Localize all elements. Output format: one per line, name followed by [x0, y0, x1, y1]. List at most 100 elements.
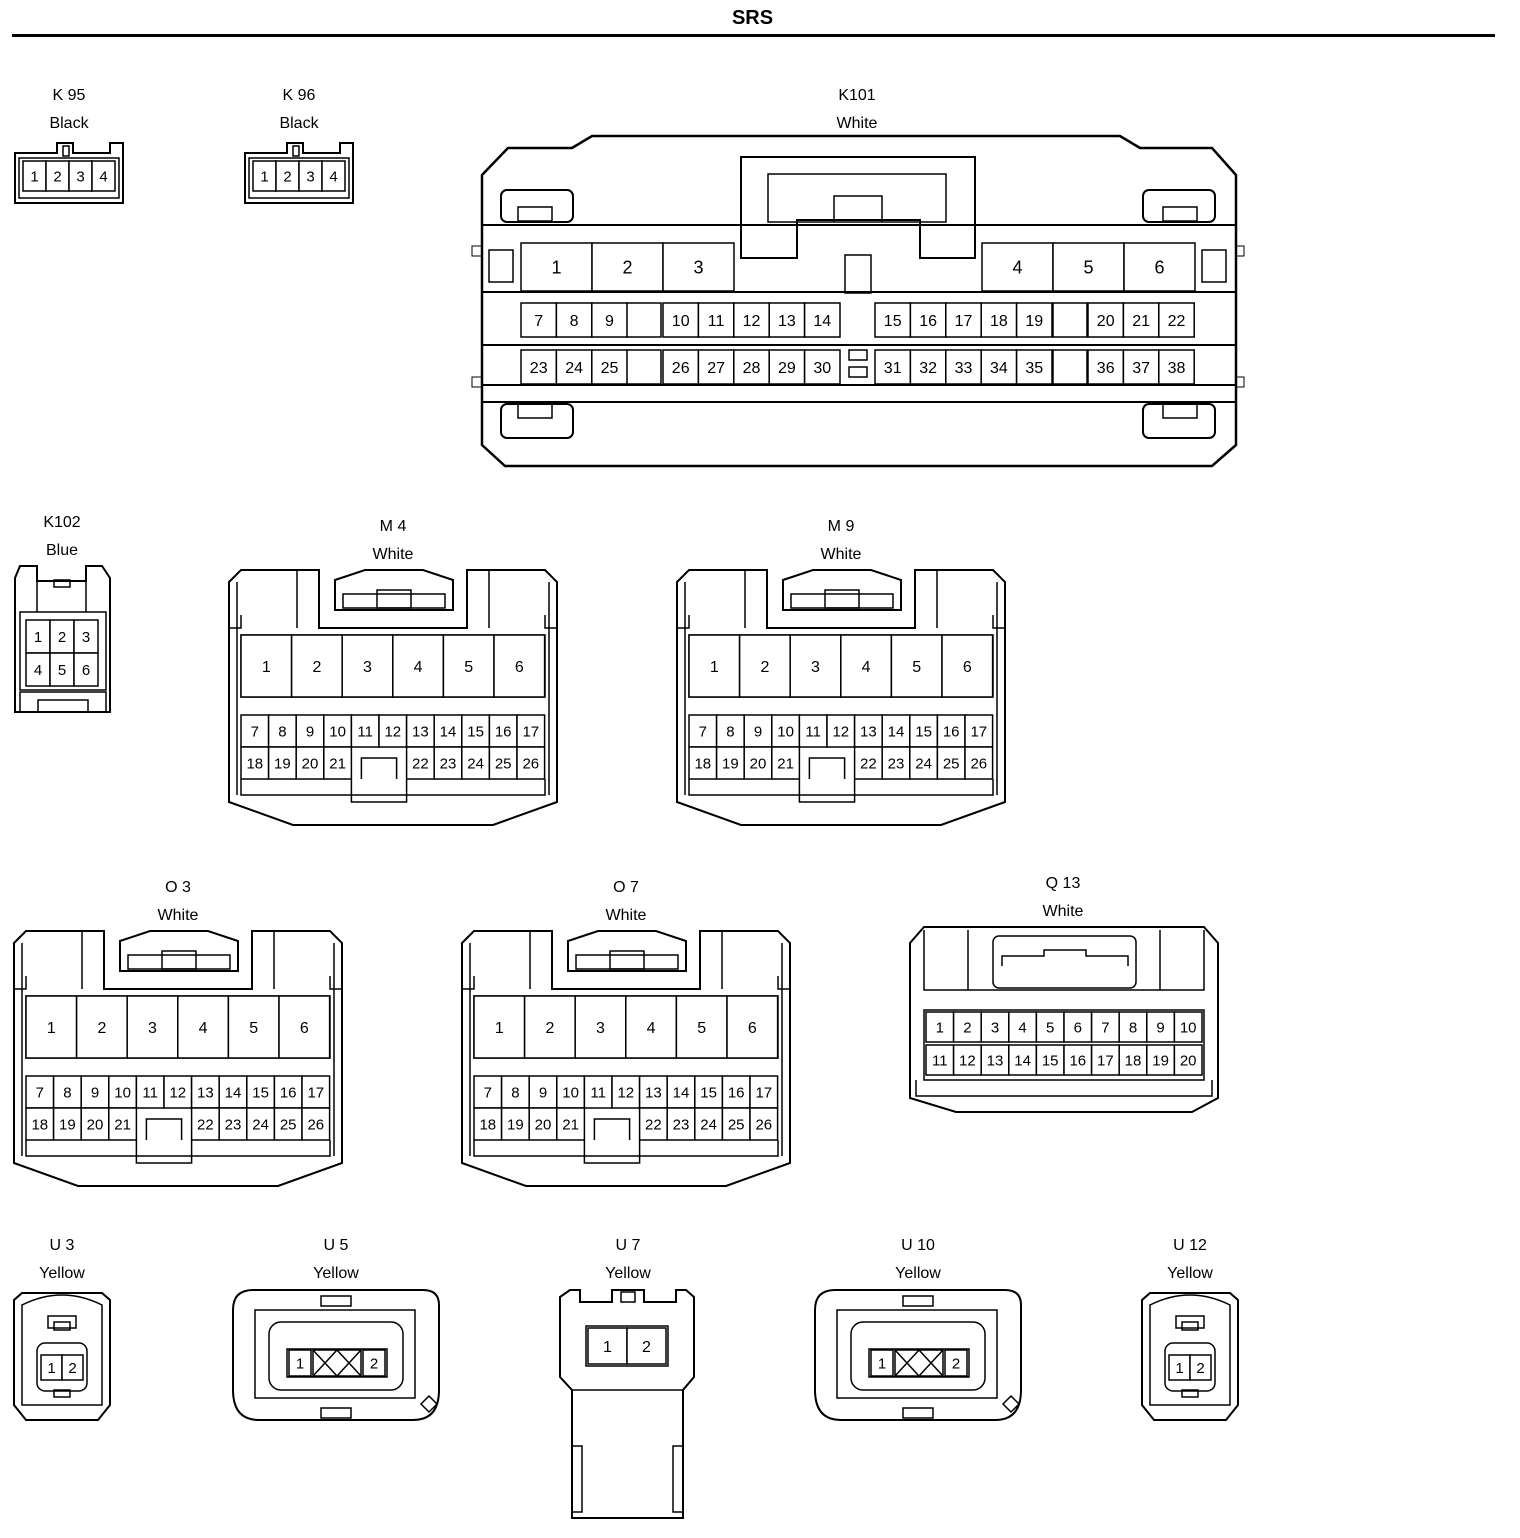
pin-cell: 7	[688, 714, 718, 748]
pin-cell: 2	[523, 995, 576, 1059]
pin-cell: 6	[73, 652, 99, 687]
pin-cell: 17	[301, 1075, 331, 1109]
pin-number: 35	[1025, 360, 1043, 377]
pin-cell: 19	[1015, 302, 1053, 338]
pin-number: 22	[860, 755, 877, 772]
pin-number: 7	[484, 1084, 492, 1101]
pin-cell: 26	[516, 746, 546, 780]
pin-number: 4	[34, 662, 42, 679]
pin-number: 18	[31, 1116, 48, 1133]
pin-cell: 25	[591, 349, 628, 385]
pin-number: 31	[884, 360, 902, 377]
pin-number: 5	[912, 659, 921, 676]
pin-number: 3	[363, 659, 372, 676]
pin-cell: 2	[275, 160, 300, 192]
connector-id: K 95	[52, 87, 86, 104]
pin-cell: 27	[697, 349, 735, 385]
pin-number: 9	[754, 723, 762, 740]
pin-cell: 1	[870, 1349, 894, 1377]
pin-cell: 12	[826, 714, 856, 748]
pin-cell: 2	[75, 995, 128, 1059]
pin-cell: 20	[295, 746, 325, 780]
pin-number: 1	[1175, 1360, 1183, 1377]
pin-number: 8	[1129, 1019, 1137, 1036]
pin-cell: 14	[433, 714, 463, 748]
pin-number: 9	[605, 313, 614, 330]
pin-cell: 6	[941, 634, 994, 698]
pin-number: 3	[811, 659, 820, 676]
pin-cell: 28	[733, 349, 770, 385]
pin-number: 1	[34, 629, 42, 646]
pin-number: 15	[915, 723, 932, 740]
pin-number: 19	[722, 755, 739, 772]
pin-number: 22	[1168, 313, 1186, 330]
pin-cell: 6	[278, 995, 331, 1059]
pin-number: 2	[312, 659, 321, 676]
pin-cell: 1	[40, 1354, 63, 1381]
pin-number: 2	[370, 1355, 378, 1372]
pin-cell: 24	[246, 1107, 276, 1141]
pin-number: 23	[673, 1116, 690, 1133]
pin-number: 25	[280, 1116, 297, 1133]
pin-number: 3	[82, 629, 90, 646]
pin-cell: 8	[500, 1075, 530, 1109]
pin-number: 18	[246, 755, 263, 772]
pin-cell: 23	[520, 349, 558, 385]
pin-cell: 14	[218, 1075, 248, 1109]
pin-cell: 21	[323, 746, 353, 780]
pin-number: 15	[884, 313, 902, 330]
pin-number: 27	[707, 360, 725, 377]
pin-number: 20	[535, 1116, 552, 1133]
pin-number: 24	[252, 1116, 269, 1133]
pin-cell: 2	[61, 1354, 84, 1381]
pin-cell: 11	[350, 714, 380, 748]
pin-number: 19	[507, 1116, 524, 1133]
pin-cell: 1	[25, 995, 78, 1059]
pin-number: 26	[970, 755, 987, 772]
pin-cell: 13	[853, 714, 883, 748]
connector-color: White	[605, 907, 647, 924]
pin-cell: 17	[945, 302, 982, 338]
pin-number: 9	[306, 723, 314, 740]
pin-cell: 4	[25, 652, 51, 687]
pin-number: 25	[728, 1116, 745, 1133]
pin-number: 15	[700, 1084, 717, 1101]
pin-cell: 1	[587, 1327, 628, 1365]
pin-cell: 1	[473, 995, 526, 1059]
pin-number: 11	[932, 1052, 948, 1069]
pin-number: 21	[114, 1116, 131, 1133]
connector-color: White	[157, 907, 199, 924]
pin-cell: 17	[1090, 1044, 1120, 1076]
connector-color: White	[820, 546, 862, 563]
connector-color: Yellow	[39, 1265, 85, 1282]
pin-cell: 2	[952, 1011, 982, 1043]
pin-number: 8	[511, 1084, 519, 1101]
pin-number: 18	[694, 755, 711, 772]
pin-number: 15	[467, 723, 484, 740]
pin-cell: 10	[771, 714, 801, 748]
pin-number: 18	[990, 313, 1008, 330]
pin-cell: 6	[1063, 1011, 1093, 1043]
connector-color: Black	[49, 115, 89, 132]
pin-cell: 12	[163, 1075, 193, 1109]
pin-number: 30	[813, 360, 831, 377]
pin-cell: 3	[68, 160, 93, 192]
pin-number: 10	[562, 1084, 579, 1101]
pin-number: 7	[36, 1084, 44, 1101]
pin-number: 32	[919, 360, 937, 377]
pin-cell: 21	[1122, 302, 1160, 338]
pin-number: 17	[522, 723, 539, 740]
pin-cell: 32	[909, 349, 947, 385]
pin-cell: 8	[267, 714, 297, 748]
pin-number: 24	[700, 1116, 717, 1133]
pin-cell: 18	[980, 302, 1018, 338]
pin-cell: 4	[91, 160, 116, 192]
connector-id: U 10	[901, 1237, 935, 1254]
connector-id: Q 13	[1045, 875, 1081, 892]
pin-number: 26	[522, 755, 539, 772]
connector-color: Yellow	[895, 1265, 941, 1282]
pin-cell: 26	[662, 349, 700, 385]
pin-cell: 23	[666, 1107, 696, 1141]
pin-number: 8	[726, 723, 734, 740]
pin-number: 2	[68, 1360, 76, 1377]
